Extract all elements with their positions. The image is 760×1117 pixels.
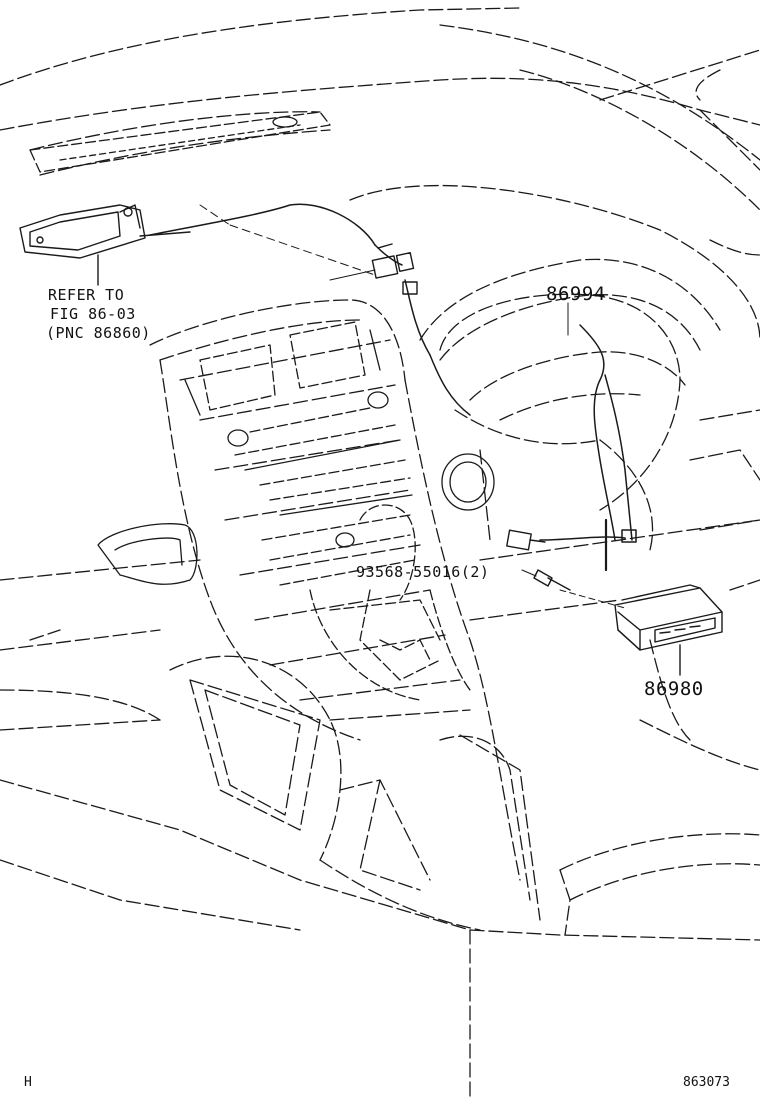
sensor-wire-86994 xyxy=(540,325,636,570)
gear-shifter xyxy=(310,505,470,700)
figure-number: 863073 xyxy=(683,1075,730,1090)
lower-console xyxy=(0,656,760,1100)
top-right-panel xyxy=(696,70,760,255)
climate-panel xyxy=(228,392,415,585)
part-number-86980[interactable]: 86980 xyxy=(644,678,704,700)
dashboard-top-outline xyxy=(0,8,760,210)
screw-93568 xyxy=(534,570,570,590)
refer-note-line-3: (PNC 86860) xyxy=(46,324,151,342)
connector-pair xyxy=(372,244,417,294)
instrument-cluster-hood xyxy=(350,186,760,420)
steering-wheel xyxy=(440,294,680,550)
left-door-trim xyxy=(0,560,200,720)
footer-code: H xyxy=(24,1075,32,1090)
center-console xyxy=(150,300,520,880)
callout-leaders xyxy=(522,303,625,608)
glove-box-region xyxy=(470,520,760,740)
refer-note-line-2: FIG 86-03 xyxy=(50,305,136,323)
wire-connector xyxy=(507,530,545,550)
passenger-seat-edge xyxy=(560,410,760,935)
control-module-86980 xyxy=(615,585,722,675)
defroster-vent xyxy=(30,112,330,172)
refer-note-line-1: REFER TO xyxy=(48,286,125,304)
left-storage-bin xyxy=(98,524,197,585)
ambient-sensor-module xyxy=(20,205,190,285)
center-vents xyxy=(185,322,380,415)
round-vent xyxy=(442,454,494,510)
leader-lines xyxy=(200,205,375,280)
part-number-86994[interactable]: 86994 xyxy=(546,283,606,305)
part-number-93568-55016[interactable]: 93568-55016(2) xyxy=(356,563,490,581)
wire-harness xyxy=(150,204,470,415)
